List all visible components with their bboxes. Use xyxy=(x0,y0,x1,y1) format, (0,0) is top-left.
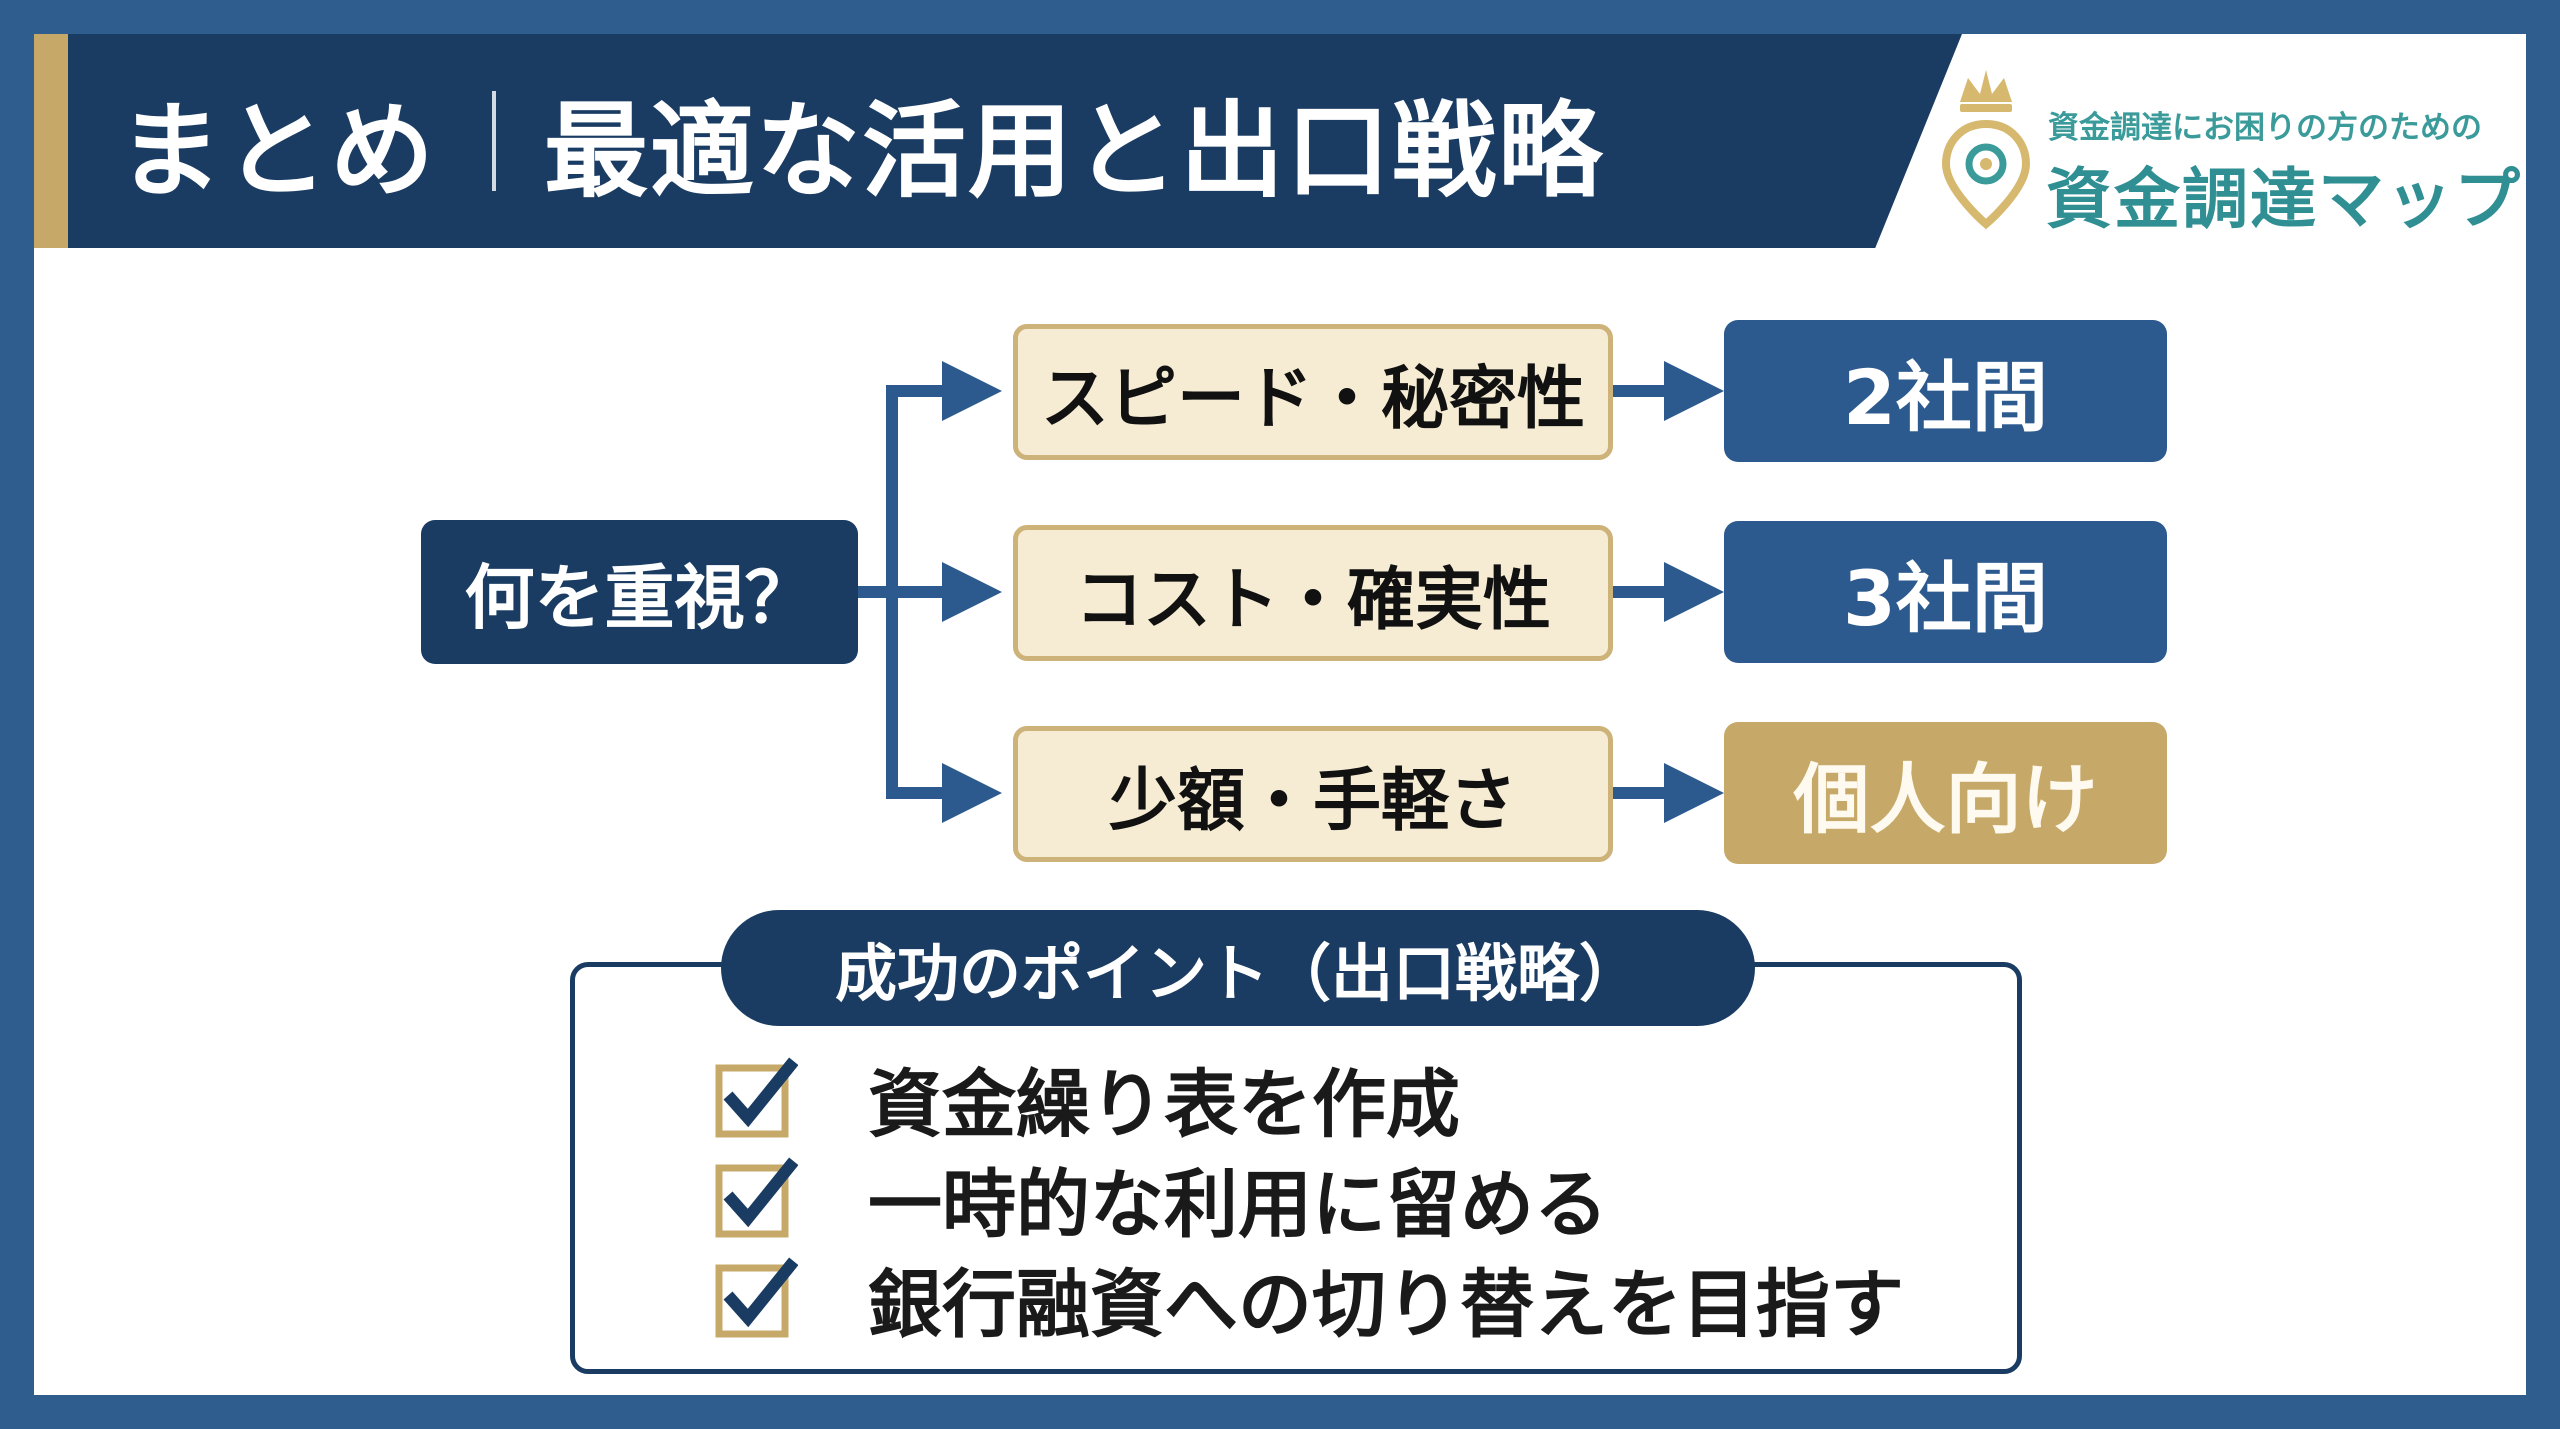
point-item-text: 一時的な利用に留める xyxy=(868,1161,1608,1248)
arrowhead-branch-3 xyxy=(942,763,1002,823)
checkbox-checked-icon xyxy=(715,1157,798,1238)
arrowhead-result-3 xyxy=(1664,763,1724,823)
header-accent-strip xyxy=(34,34,68,248)
crown-map-pin-icon xyxy=(1941,70,2031,230)
success-points-title: 成功のポイント（出口戦略） xyxy=(721,910,1755,1026)
arrowhead-result-2 xyxy=(1664,562,1724,622)
point-item-text: 資金繰り表を作成 xyxy=(868,1061,1460,1148)
point-item: 一時的な利用に留める xyxy=(714,1152,1608,1248)
logo-subtitle: 資金調達にお困りの方のための xyxy=(2048,110,2482,146)
logo-name: 資金調達マップ xyxy=(2046,161,2522,238)
result-box-three-party: 3社間 xyxy=(1724,521,2167,663)
brand-logo: 資金調達にお困りの方のための 資金調達マップ xyxy=(1938,64,2520,238)
page-title-label: まとめ xyxy=(118,89,437,212)
point-item-text: 銀行融資への切り替えを目指す xyxy=(868,1261,1904,1348)
flow-connectors xyxy=(858,361,1724,823)
header-band xyxy=(34,34,1962,248)
arrowhead-result-1 xyxy=(1664,361,1724,421)
point-item: 銀行融資への切り替えを目指す xyxy=(714,1252,1904,1348)
question-box: 何を重視？ xyxy=(421,520,858,664)
page-title: まとめ 最適な活用と出口戦略 xyxy=(118,76,1604,212)
checkbox-checked-icon xyxy=(715,1257,798,1338)
result-box-two-party: 2社間 xyxy=(1724,320,2167,462)
arrowhead-branch-1 xyxy=(942,361,1002,421)
option-box-small: 少額・手軽さ xyxy=(1013,726,1613,862)
point-item: 資金繰り表を作成 xyxy=(714,1052,1460,1148)
checkbox-checked-icon xyxy=(715,1057,798,1138)
result-box-individual: 個人向け xyxy=(1724,722,2167,864)
option-box-speed: スピード・秘密性 xyxy=(1013,324,1613,460)
slide: まとめ 最適な活用と出口戦略 資金調達にお困りの方のための 資金調達マップ xyxy=(34,34,2526,1395)
arrowhead-branch-2 xyxy=(942,562,1002,622)
success-points-panel xyxy=(570,962,2022,1374)
title-divider xyxy=(492,91,497,191)
option-box-cost: コスト・確実性 xyxy=(1013,525,1613,661)
page-title-text: 最適な活用と出口戦略 xyxy=(544,89,1605,212)
